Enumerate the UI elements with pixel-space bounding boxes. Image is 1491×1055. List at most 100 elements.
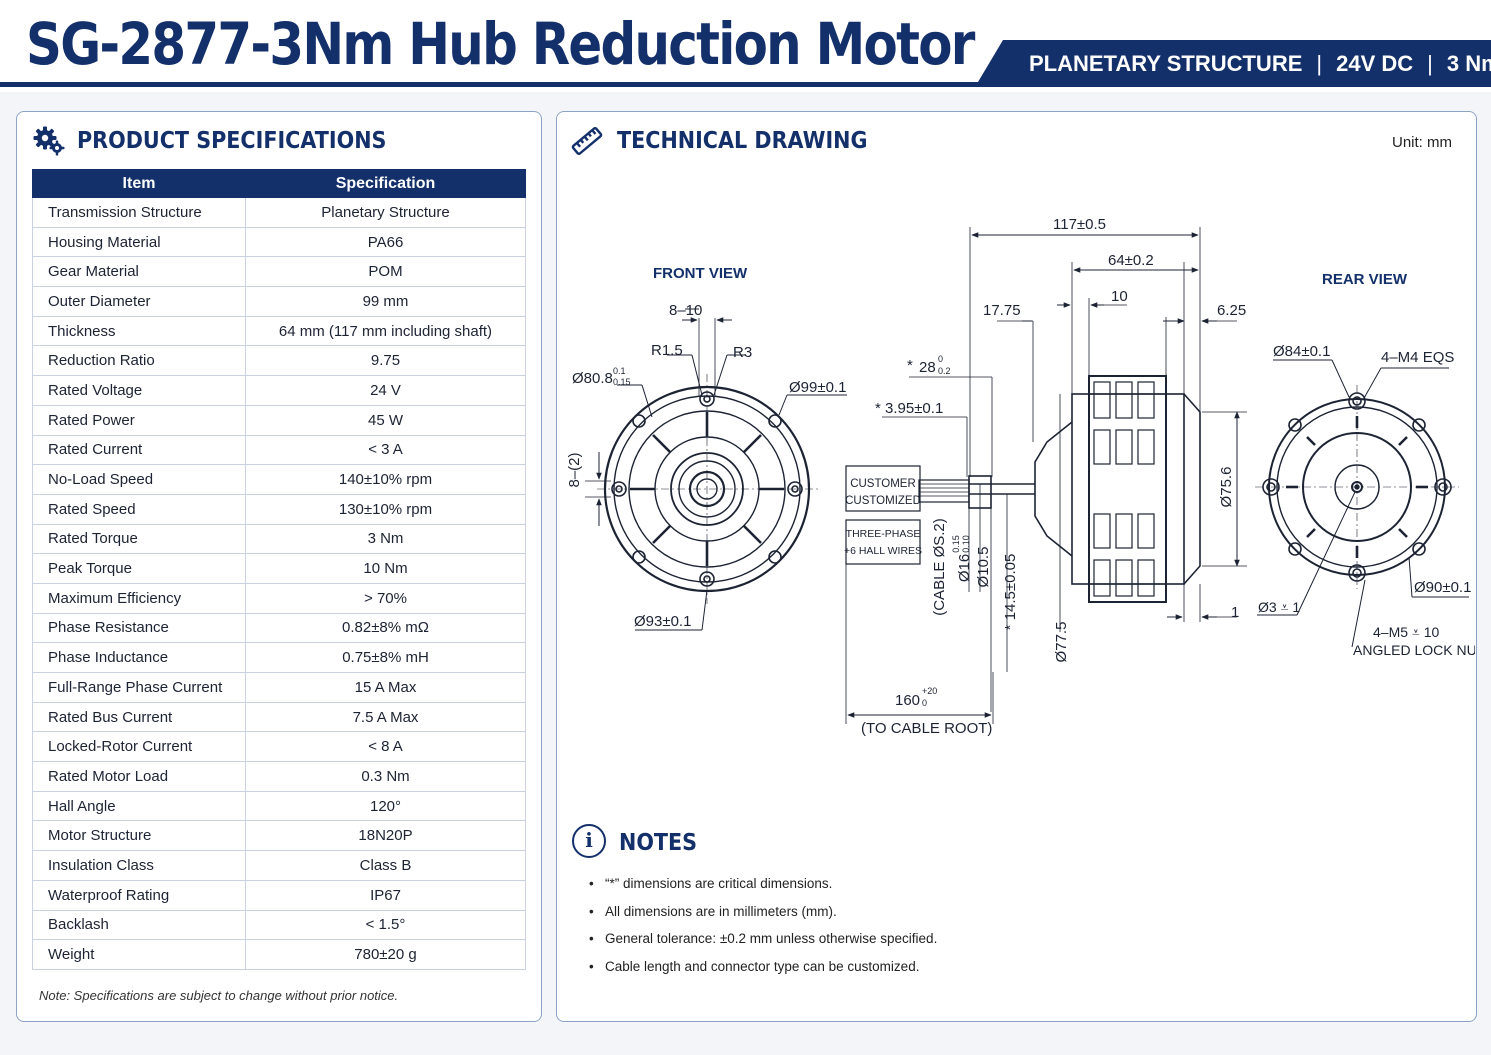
box-customer-line2: CUSTOMIZED — [845, 495, 921, 507]
column-header-item: Item — [32, 169, 246, 198]
spec-value: 780±20 g — [245, 939, 526, 970]
cable-root-label: (TO CABLE ROOT) — [861, 720, 992, 737]
spec-item: Rated Speed — [32, 494, 246, 525]
dim-d808-tol-up: 0.1 — [613, 366, 626, 376]
angled-lock-nut-label: ANGLED LOCK NUT — [1353, 642, 1475, 658]
rear-view — [1255, 359, 1469, 648]
dim-d775: Ø77.5 — [1053, 622, 1070, 663]
dim-d99: Ø99±0.1 — [789, 379, 846, 396]
spec-value: 99 mm — [245, 286, 526, 317]
spec-item: Rated Voltage — [32, 375, 246, 406]
spec-value: 130±10% rpm — [245, 494, 526, 525]
dim-d90: Ø90±0.1 — [1414, 579, 1471, 596]
spec-item: Peak Torque — [32, 553, 246, 584]
unit-label: Unit: mm — [1392, 134, 1452, 151]
ribbon-separator: | — [1316, 50, 1323, 76]
spec-value: 64 mm (117 mm including shaft) — [245, 316, 526, 347]
spec-value: 3 Nm — [245, 524, 526, 555]
spec-value: < 8 A — [245, 731, 526, 763]
spec-item: Gear Material — [32, 256, 246, 288]
spec-item: Rated Torque — [32, 524, 246, 555]
spec-value: 7.5 A Max — [245, 702, 526, 733]
spec-item: Hall Angle — [32, 791, 246, 822]
table-header-row: Item Specification — [32, 169, 526, 198]
dim-m4: 4–M4 EQS — [1381, 349, 1454, 366]
spec-item: Thickness — [32, 316, 246, 347]
technical-drawing: FRONT VIEW REAR VIEW 8–10 R1.5 R3 Ø80.8 … — [566, 216, 1475, 737]
table-row: Locked-Rotor Current< 8 A — [32, 731, 526, 763]
spec-item: Reduction Ratio — [32, 345, 246, 377]
spec-value: Class B — [245, 850, 526, 881]
dim-d84: Ø84±0.1 — [1273, 343, 1330, 360]
spec-value: 24 V — [245, 375, 526, 406]
spec-value: > 70% — [245, 583, 526, 614]
notes-title: NOTES — [619, 830, 698, 856]
front-view-label: FRONT VIEW — [653, 265, 748, 282]
spec-value: 45 W — [245, 405, 526, 436]
spec-value: 140±10% rpm — [245, 464, 526, 495]
dim-1: 1 — [1231, 604, 1239, 621]
spec-item: Phase Inductance — [32, 642, 246, 673]
dim-d16-tol-up: 0.15 — [951, 535, 961, 553]
specifications-panel: PRODUCT SPECIFICATIONS Item Specificatio… — [16, 111, 542, 1022]
ribbon-voltage: 24V DC — [1336, 50, 1414, 76]
spec-item: Housing Material — [32, 227, 246, 258]
spec-item: Motor Structure — [32, 820, 246, 852]
spec-item: No-Load Speed — [32, 464, 246, 495]
spec-value: < 3 A — [245, 435, 526, 466]
header-ribbon: PLANETARY STRUCTURE | 24V DC | 3 Nm — [975, 40, 1491, 87]
dim-8-2: 8–(2) — [566, 452, 583, 487]
dim-d756: Ø75.6 — [1218, 467, 1235, 508]
table-row: Rated Current< 3 A — [32, 435, 526, 466]
specifications-note: Note: Specifications are subject to chan… — [39, 988, 399, 1003]
drawing-panel: TECHNICAL DRAWING Unit: mm — [556, 111, 1477, 1022]
dim-28-star: * — [907, 357, 913, 374]
dim-8-10: 8–10 — [669, 302, 702, 319]
box-wires-line1: THREE-PHASE — [846, 528, 921, 540]
dim-r3: R3 — [733, 344, 752, 361]
box-wires-line2: +6 HALL WIRES — [844, 545, 922, 557]
specifications-table: Item Specification Transmission Structur… — [32, 169, 526, 970]
dim-160-tol-lo: 0 — [922, 698, 927, 708]
spec-value: POM — [245, 256, 526, 288]
dim-145: * 14.5±0.05 — [1002, 554, 1019, 631]
spec-value: 120° — [245, 791, 526, 822]
dim-d808: Ø80.8 — [572, 370, 613, 387]
ribbon-torque: 3 Nm — [1446, 50, 1491, 76]
front-view — [585, 308, 847, 631]
dim-64: 64±0.2 — [1108, 252, 1154, 269]
info-icon: i — [572, 824, 606, 858]
dim-28: 28 — [919, 359, 936, 376]
dim-d16-tol-lo: 0.10 — [961, 535, 971, 553]
rear-view-label: REAR VIEW — [1322, 271, 1408, 288]
spec-value: PA66 — [245, 227, 526, 258]
spec-value: Planetary Structure — [245, 197, 526, 228]
dim-d808-tol-lo: 0.15 — [613, 377, 631, 387]
list-item: Cable length and connector type can be c… — [589, 953, 937, 981]
header-rule — [0, 82, 1491, 87]
spec-item: Insulation Class — [32, 850, 246, 881]
spec-value: 15 A Max — [245, 672, 526, 703]
spec-value: 10 Nm — [245, 553, 526, 584]
spec-item: Transmission Structure — [32, 197, 246, 228]
table-row: Maximum Efficiency> 70% — [32, 583, 526, 614]
dim-d105: Ø10.5 — [975, 547, 992, 588]
box-customer-line1: CUSTOMER — [850, 478, 916, 490]
ribbon-separator: | — [1427, 50, 1433, 76]
spec-item: Outer Diameter — [32, 286, 246, 317]
dim-r15: R1.5 — [651, 342, 683, 359]
spec-item: Rated Current — [32, 435, 246, 466]
